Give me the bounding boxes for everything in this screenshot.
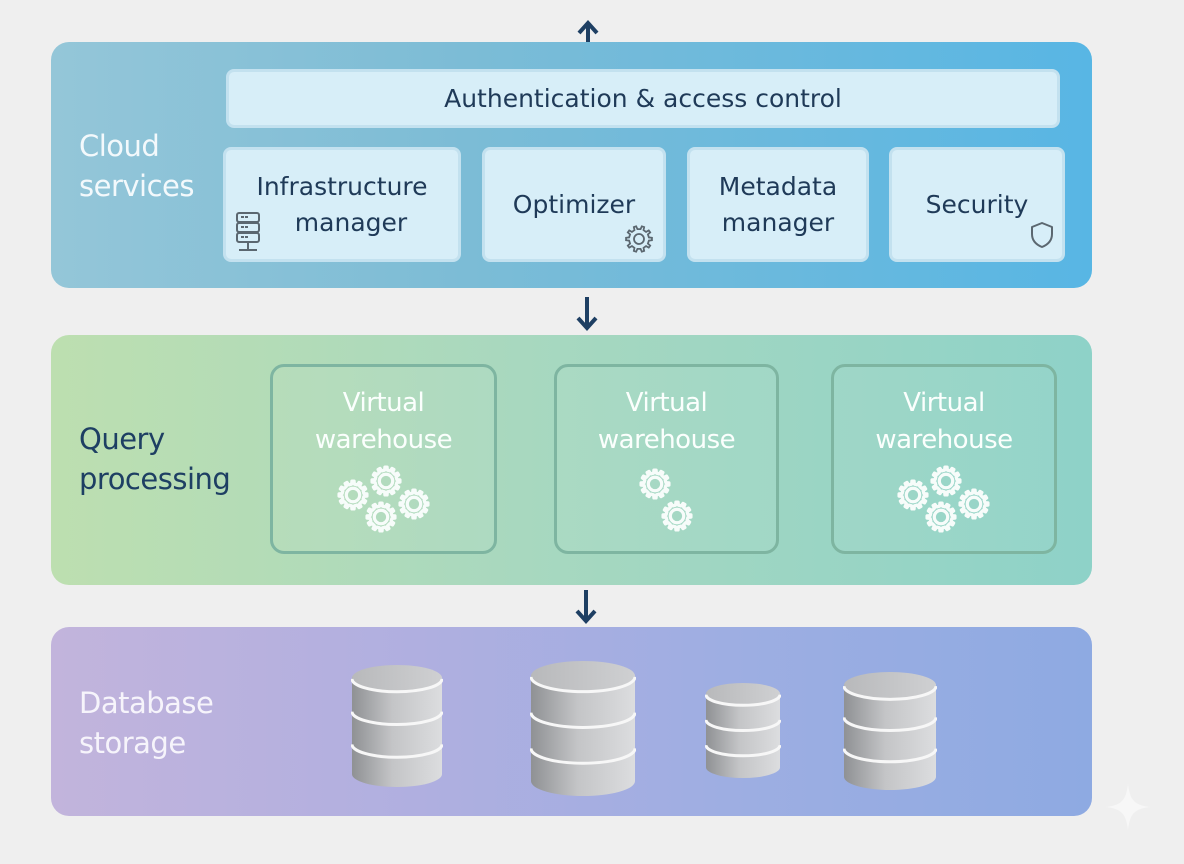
gear-icon (369, 465, 402, 497)
database-band (705, 719, 781, 732)
shield-icon (1031, 222, 1053, 248)
arrow-down-icon (575, 590, 597, 624)
database-band (705, 694, 781, 707)
layer-label-cloud-services: Cloud services (79, 129, 195, 203)
database-band (530, 712, 636, 729)
virtual-warehouse: Virtual warehouse (270, 364, 497, 554)
layer-query-processing: Query processing Virtual warehouse Virtu… (51, 335, 1092, 585)
virtual-warehouse: Virtual warehouse (831, 364, 1057, 554)
database-band (351, 678, 443, 694)
gear-icon (625, 225, 653, 253)
database-band (351, 744, 443, 759)
virtual-warehouse: Virtual warehouse (554, 364, 779, 554)
gear-icon (638, 468, 671, 500)
service-infrastructure-manager: Infrastructure manager (223, 147, 461, 262)
database-band (530, 748, 636, 765)
gear-icon (897, 479, 929, 511)
service-security: Security (889, 147, 1065, 262)
gears-cluster-icon (336, 465, 430, 533)
database-band (351, 711, 443, 727)
arrow-down-icon (576, 297, 598, 331)
layer-database-storage: Database storage (51, 627, 1092, 816)
gear-icon (958, 488, 990, 520)
layer-label-query-processing: Query processing (79, 422, 231, 496)
gear-icon (397, 488, 430, 520)
database-band (705, 744, 781, 758)
database-band (843, 685, 937, 701)
database-cylinder-icon (351, 665, 443, 787)
server-rack-icon (236, 212, 260, 251)
database-band (843, 717, 937, 733)
gears-cluster-icon (897, 465, 990, 533)
sparkle-icon (1106, 784, 1150, 830)
gear-icon (336, 479, 369, 511)
gear-icon (930, 465, 962, 497)
auth-access-control-bar: Authentication & access control (226, 69, 1060, 128)
database-cylinder-icon (530, 661, 636, 796)
database-band (843, 748, 937, 764)
layer-label-database-storage: Database storage (79, 686, 214, 760)
gears-pair-icon (638, 468, 693, 532)
database-cylinder-icon (705, 683, 781, 778)
gear-icon (364, 501, 397, 533)
gear-icon (660, 500, 693, 532)
gear-icon (925, 501, 957, 533)
service-optimizer: Optimizer (482, 147, 666, 262)
layer-cloud-services: Cloud services Authentication & access c… (51, 42, 1092, 288)
database-cylinder-icon (843, 672, 937, 790)
database-band (530, 676, 636, 694)
service-metadata-manager: Metadata manager (687, 147, 869, 262)
